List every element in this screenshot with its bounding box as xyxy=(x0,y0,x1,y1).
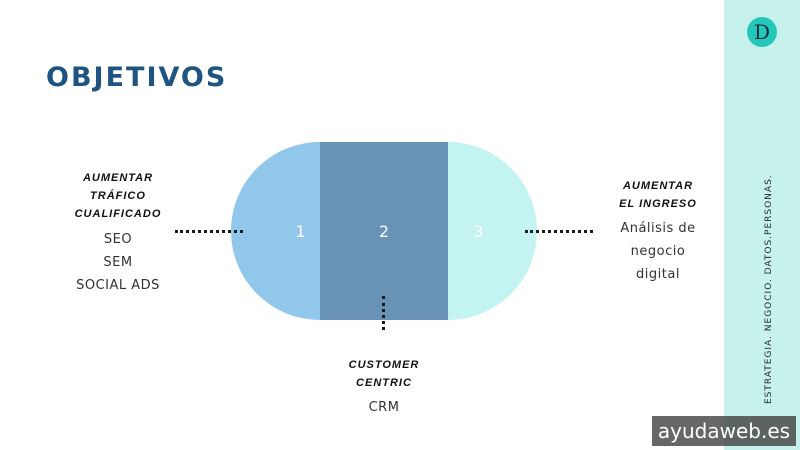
right-connector xyxy=(525,230,593,233)
bottom-objective-items: CRM xyxy=(320,396,448,419)
left-connector xyxy=(175,230,243,233)
heading-line: CUALIFICADO xyxy=(74,208,162,220)
segment-1: 1 xyxy=(231,142,320,320)
heading-line: CENTRIC xyxy=(356,377,412,389)
list-item: SOCIAL ADS xyxy=(76,278,160,293)
segment-2: 2 xyxy=(320,142,448,320)
heading-line: AUMENTAR xyxy=(622,180,694,192)
bottom-objective-heading: CUSTOMER CENTRIC xyxy=(320,356,448,392)
logo-letter: D xyxy=(753,20,771,44)
list-item: digital xyxy=(636,267,680,282)
list-item: SEO xyxy=(103,232,133,247)
bottom-connector xyxy=(382,296,385,330)
page-title: OBJETIVOS xyxy=(46,62,228,93)
list-item: SEM xyxy=(103,255,133,270)
heading-line: TRÁFICO xyxy=(90,190,146,202)
heading-line: CUSTOMER xyxy=(348,359,420,371)
segment-2-number: 2 xyxy=(378,221,390,241)
segment-3-number: 3 xyxy=(473,221,484,241)
left-objective-heading: AUMENTAR TRÁFICO CUALIFICADO xyxy=(50,169,186,223)
list-item: Análisis de xyxy=(620,221,696,236)
brand-logo-icon: D xyxy=(747,17,777,47)
segment-3: 3 xyxy=(448,142,537,320)
heading-line: EL INGRESO xyxy=(619,198,697,210)
right-objective-items: Análisis de negocio digital xyxy=(598,217,718,286)
right-objective-heading: AUMENTAR EL INGRESO xyxy=(598,177,718,213)
list-item: negocio xyxy=(630,244,686,259)
brand-tagline: ESTRATEGIA. NEGOCIO. DATOS.PERSONAS. xyxy=(764,174,774,404)
left-objective-items: SEO SEM SOCIAL ADS xyxy=(50,228,186,297)
heading-line: AUMENTAR xyxy=(82,172,154,184)
segment-1-number: 1 xyxy=(295,221,306,241)
brand-sidebar xyxy=(724,0,800,450)
list-item: CRM xyxy=(368,400,400,415)
watermark: ayudaweb.es xyxy=(652,416,796,446)
